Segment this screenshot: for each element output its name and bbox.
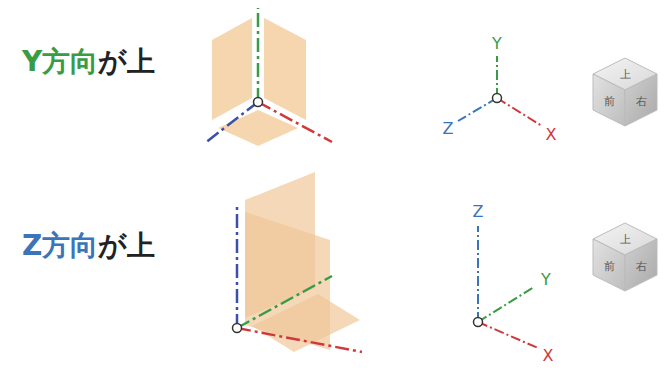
- y-axis: [257, 8, 260, 102]
- z-up-triad: [474, 226, 539, 348]
- z-axis: [458, 98, 497, 121]
- view-cube: [593, 223, 657, 291]
- cube-face: [625, 239, 657, 291]
- cube-face: [593, 239, 625, 291]
- x-axis: [258, 102, 332, 142]
- axis-label: X: [543, 348, 554, 364]
- plane: [212, 18, 252, 120]
- cube-face-label: 上: [620, 69, 631, 80]
- x-axis: [478, 322, 538, 348]
- cube-face-label: 右: [636, 261, 647, 272]
- x-axis: [237, 328, 362, 352]
- x-axis: [497, 98, 542, 126]
- cube-face-label: 上: [620, 234, 631, 245]
- plane: [264, 18, 306, 120]
- axis-label: Z: [473, 204, 484, 220]
- heading-up: が上: [98, 232, 155, 260]
- y-axis: [478, 287, 534, 322]
- axis-label: X: [546, 127, 557, 143]
- origin: [254, 98, 263, 107]
- z-axis: [205, 102, 258, 143]
- origin: [474, 318, 483, 327]
- y-up-planes: [205, 8, 332, 146]
- axis-label: Y: [541, 272, 551, 288]
- z-axis: [236, 205, 239, 328]
- axis-label: Z: [443, 121, 454, 137]
- view-cube: [593, 58, 657, 126]
- cube-face-label: 前: [604, 96, 615, 107]
- z-axis: [477, 226, 479, 322]
- cube-face: [593, 74, 625, 126]
- heading-axis: Y方向: [22, 48, 98, 76]
- cube-face: [625, 74, 657, 126]
- origin: [493, 94, 502, 103]
- cube-face-label: 前: [604, 261, 615, 272]
- plane: [218, 110, 298, 146]
- heading-up: が上: [98, 48, 155, 76]
- axis-label: Y: [492, 36, 502, 52]
- plane: [252, 294, 360, 352]
- heading-axis: Z方向: [22, 232, 98, 260]
- y-axis: [237, 276, 332, 328]
- z-up-planes: [233, 172, 363, 352]
- y-axis: [496, 56, 498, 98]
- cube-face-label: 右: [636, 96, 647, 107]
- origin: [233, 324, 242, 333]
- y-up-triad: [458, 56, 542, 126]
